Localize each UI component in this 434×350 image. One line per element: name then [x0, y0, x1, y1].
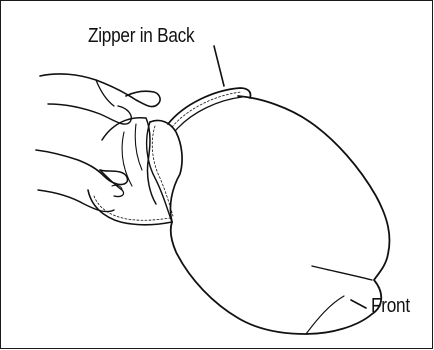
zipper-leader-line [214, 46, 224, 86]
upper-hand [40, 74, 160, 107]
lower-hand [36, 150, 127, 185]
lower-hand-thumb [100, 170, 124, 197]
lower-fold [306, 296, 344, 334]
mitt-body-outline [171, 96, 390, 334]
lower-hand-palm [38, 190, 114, 212]
front-label: Front [371, 296, 410, 316]
opening-lip-stitch [94, 196, 171, 220]
cuff-band-inner [176, 97, 242, 130]
zipper-label: Zipper in Back [88, 26, 194, 46]
fabric-crease-2 [135, 124, 142, 170]
front-seam [312, 266, 372, 280]
upper-hand-fingers [48, 104, 131, 124]
front-leader-line [351, 300, 366, 308]
